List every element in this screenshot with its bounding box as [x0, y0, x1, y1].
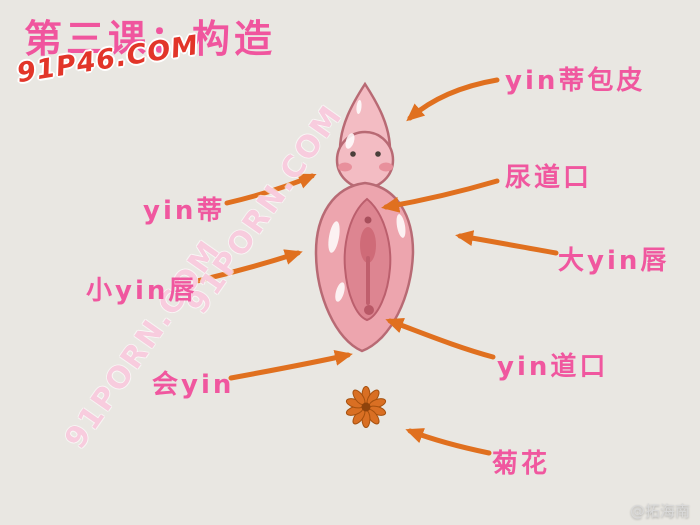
arrow-labia-minora — [194, 249, 303, 284]
arrow-clitoral-hood — [406, 77, 500, 122]
eye-left — [350, 151, 356, 157]
label-perineum: 会yin — [152, 370, 235, 400]
arrow-clitoris — [224, 173, 317, 206]
label-labia-minora: 小yin唇 — [86, 276, 198, 306]
arrow-labia-majora — [455, 230, 559, 256]
label-urethra: 尿道口 — [505, 163, 593, 193]
label-labia-majora: 大yin唇 — [558, 246, 670, 276]
blush-left — [338, 162, 352, 172]
label-clitoral-hood: yin蒂包皮 — [505, 66, 646, 96]
arrow-urethra — [381, 178, 500, 213]
vulva-illustration — [314, 81, 415, 353]
page-title: 第三课：构造 — [24, 17, 277, 61]
face-head — [335, 130, 395, 190]
label-vaginal-opening: yin道口 — [497, 352, 609, 382]
flower-anus-icon — [345, 386, 387, 428]
arrow-perineum — [228, 350, 353, 381]
vaginal-opening-dot — [364, 305, 374, 315]
label-clitoris: yin蒂 — [143, 196, 226, 226]
arrow-anus — [405, 428, 492, 456]
highlights — [328, 100, 406, 302]
blush-right — [379, 162, 393, 172]
eye-right — [375, 151, 381, 157]
vestibule-shape — [360, 227, 376, 263]
arrow-vaginal-opening — [385, 317, 496, 360]
credit-handle: @拓海南 — [629, 502, 690, 520]
urethral-opening-dot — [364, 216, 372, 224]
label-anus: 菊花 — [492, 449, 551, 479]
